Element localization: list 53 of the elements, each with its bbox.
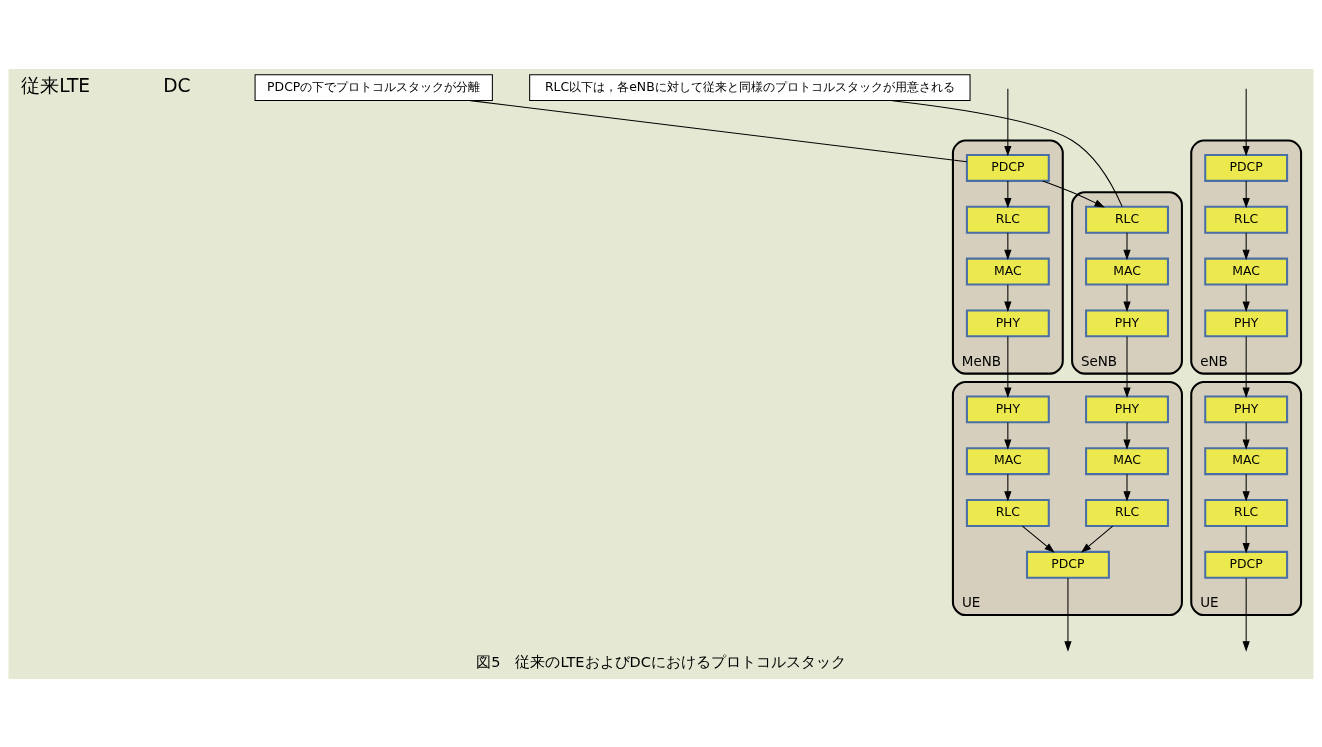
node-box: MAC: [1204, 446, 1289, 475]
arrow: [1004, 335, 1012, 398]
arrow: [1123, 335, 1131, 398]
arrow: [1123, 231, 1131, 260]
node-box: RLC: [1085, 498, 1169, 527]
node-box: PHY: [965, 308, 1050, 337]
arrow: [1242, 421, 1250, 450]
node-box: PDCP: [1204, 153, 1289, 182]
arrow: [1042, 179, 1105, 207]
node-box: RLC: [1204, 205, 1289, 234]
arrow: [1004, 283, 1012, 312]
node-box: MAC: [965, 446, 1050, 475]
caption: 図5 従来のLTEおよびDCにおけるプロトコルスタック: [476, 653, 846, 670]
connector: [469, 99, 968, 162]
node-box: PDCP: [1204, 550, 1289, 579]
node-box: PHY: [1204, 394, 1289, 423]
arrow: [1242, 335, 1250, 398]
arrow: [1123, 421, 1131, 450]
node-box: MAC: [1085, 446, 1169, 475]
arrow: [1004, 180, 1012, 208]
arrow: [1242, 473, 1250, 502]
connector: [891, 99, 1123, 207]
node-box: PDCP: [1026, 550, 1110, 579]
arrow: [1021, 525, 1055, 553]
arrow: [1004, 231, 1012, 260]
arrow: [1242, 180, 1250, 208]
arrow: [1123, 283, 1131, 312]
node-box: RLC: [1204, 498, 1289, 527]
arrow: [1080, 525, 1114, 553]
arrow: [1004, 473, 1012, 502]
node-box: RLC: [965, 498, 1050, 527]
arrow: [1242, 231, 1250, 260]
arrow: [1004, 87, 1012, 156]
arrow: [1123, 473, 1131, 502]
label: 従来LTE: [21, 74, 91, 96]
arrow: [1004, 421, 1012, 450]
arrow: [1242, 525, 1250, 553]
node-box: PDCP: [965, 153, 1050, 182]
arrow: [1064, 576, 1072, 652]
node-box: PHY: [1085, 308, 1169, 337]
node-box: PHY: [965, 394, 1050, 423]
node-box: RLC以下は，各eNBに対して従来と同様のプロトコルスタックが用意される: [529, 73, 971, 101]
node-box: MAC: [1204, 257, 1289, 286]
label: DC: [163, 74, 191, 96]
node-box: PHY: [1085, 394, 1169, 423]
node-box: MAC: [1085, 257, 1169, 286]
node-box: RLC: [1085, 205, 1169, 234]
node-box: PHY: [1204, 308, 1289, 337]
node-box: RLC: [965, 205, 1050, 234]
node-box: PDCPの下でプロトコルスタックが分離: [254, 73, 493, 101]
arrow: [1242, 87, 1250, 156]
node-box: MAC: [965, 257, 1050, 286]
arrow: [1242, 576, 1250, 652]
